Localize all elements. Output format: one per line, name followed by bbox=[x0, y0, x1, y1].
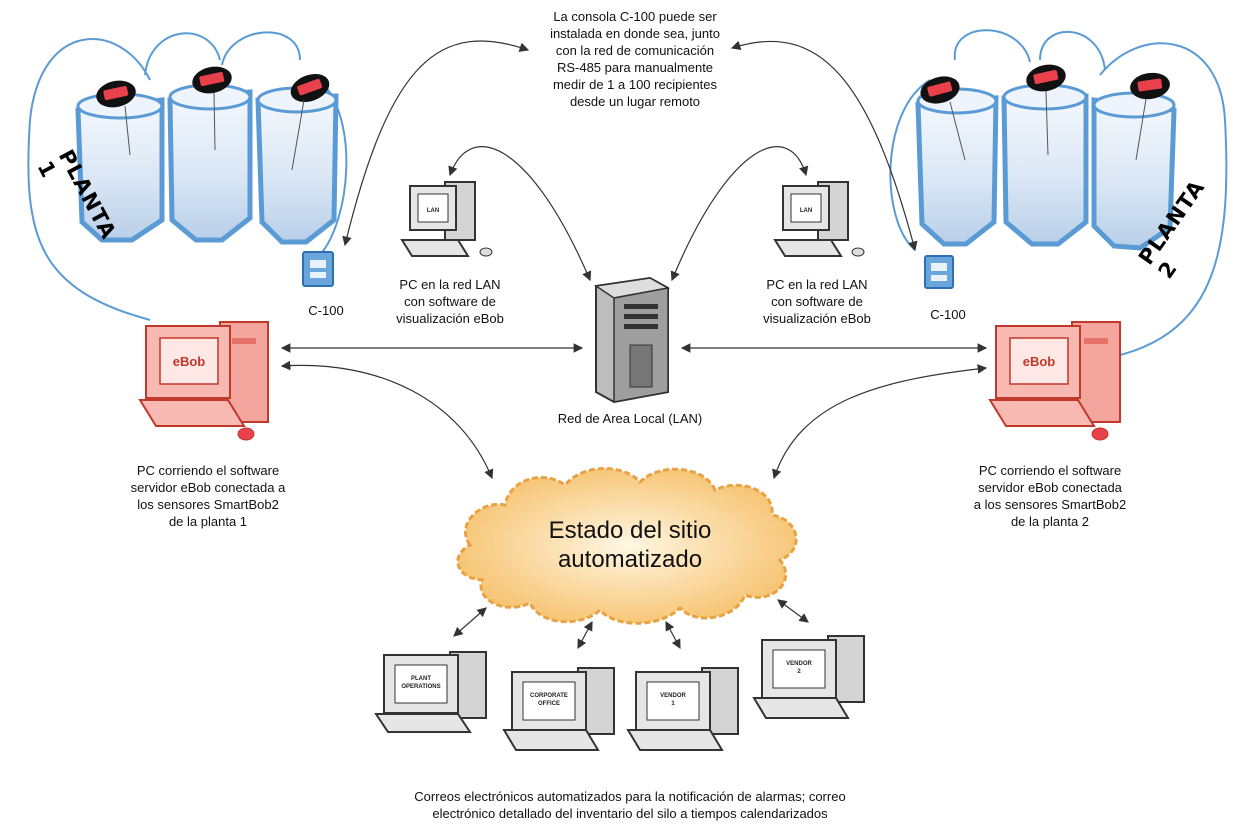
sensor-icon bbox=[1026, 64, 1066, 156]
ebob-logo: eBob bbox=[173, 354, 206, 369]
silo-group-left bbox=[27, 31, 348, 321]
ebob-server-left-label: PC corriendo el software servidor eBob c… bbox=[130, 463, 286, 529]
connector-arrows bbox=[280, 40, 988, 650]
internet-cloud bbox=[456, 467, 798, 625]
vendor-2-pc-icon bbox=[752, 635, 865, 719]
silo bbox=[1001, 83, 1089, 247]
lan-pc-right-icon: LAN bbox=[773, 181, 865, 257]
lan-screen-label: LAN bbox=[427, 208, 439, 214]
email-notification-note: Correos electrónicos automatizados para … bbox=[414, 789, 846, 821]
lan-server-icon bbox=[593, 276, 671, 404]
plant-operations-pc-icon bbox=[374, 651, 487, 733]
ebob-server-pc-right-icon: eBob bbox=[988, 321, 1121, 441]
sensor-icon bbox=[1130, 72, 1170, 161]
lan-pc-left-icon: LAN bbox=[400, 181, 493, 257]
sensor-icon bbox=[96, 80, 136, 156]
lan-pc-right-label: PC en la red LAN con software de visuali… bbox=[763, 277, 871, 326]
silo-group-right bbox=[889, 29, 1228, 356]
c100-right-label: C-100 bbox=[930, 307, 966, 322]
ebob-server-pc-left-icon: eBob bbox=[138, 321, 269, 441]
silo bbox=[75, 92, 165, 243]
c100-description-note: La consola C-100 puede ser instalada en … bbox=[550, 9, 720, 109]
corporate-office-pc-icon bbox=[502, 667, 615, 751]
silo bbox=[167, 83, 253, 243]
c100-left-label: C-100 bbox=[308, 303, 344, 318]
sensor-icon bbox=[192, 66, 232, 151]
cloud-label: Estado del sitio automatizado bbox=[548, 517, 712, 573]
lan-pc-left-label: PC en la red LAN con software de visuali… bbox=[396, 277, 504, 326]
sensor-icon bbox=[290, 73, 330, 171]
ebob-logo: eBob bbox=[1023, 354, 1056, 369]
sensor-icon bbox=[920, 76, 966, 161]
silo bbox=[255, 86, 339, 245]
c100-console-icon bbox=[924, 255, 954, 289]
ebob-server-right-label: PC corriendo el software servidor eBob c… bbox=[973, 463, 1127, 529]
lan-screen-label: LAN bbox=[800, 208, 812, 214]
lan-server-label: Red de Area Local (LAN) bbox=[557, 411, 703, 426]
silo bbox=[1091, 91, 1177, 251]
vendor-1-pc-icon bbox=[626, 667, 739, 751]
silo bbox=[915, 87, 999, 247]
c100-console-icon bbox=[302, 251, 334, 287]
